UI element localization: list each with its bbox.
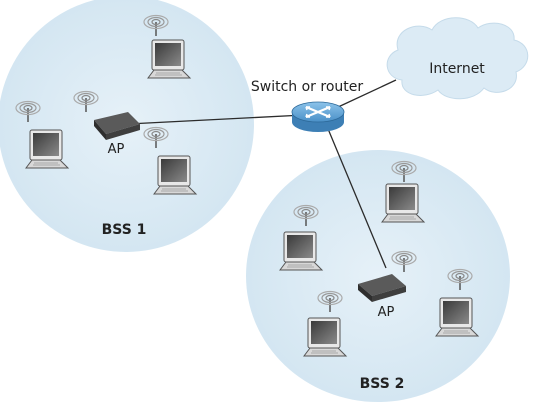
bss1-label: BSS 1 [102,222,147,238]
internet-cloud-icon [386,17,529,100]
links [127,79,397,269]
ap1-icon [73,90,140,140]
bss2-label: BSS 2 [360,376,405,392]
switch-router-label: Switch or router [251,79,363,95]
link-ap1-router [127,114,305,125]
link-router-ap2 [325,123,387,269]
bss2-area [246,150,510,402]
internet-label: Internet [429,61,485,77]
link-router-internet [335,79,397,109]
ap2-icon [358,250,417,302]
router-icon [291,101,345,132]
ap2-label: AP [378,305,395,320]
ap1-label: AP [108,142,125,157]
